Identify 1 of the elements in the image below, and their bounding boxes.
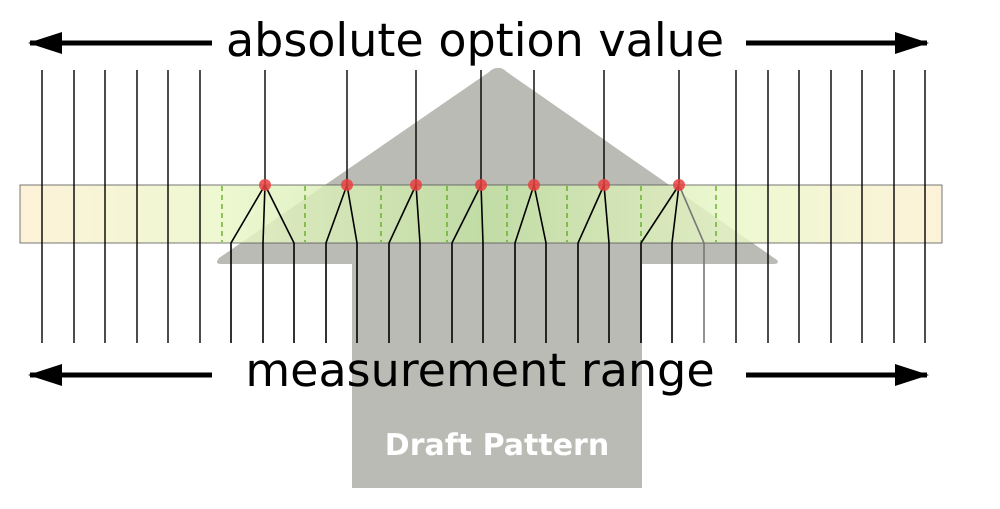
arrow-label: Draft Pattern — [384, 431, 610, 461]
